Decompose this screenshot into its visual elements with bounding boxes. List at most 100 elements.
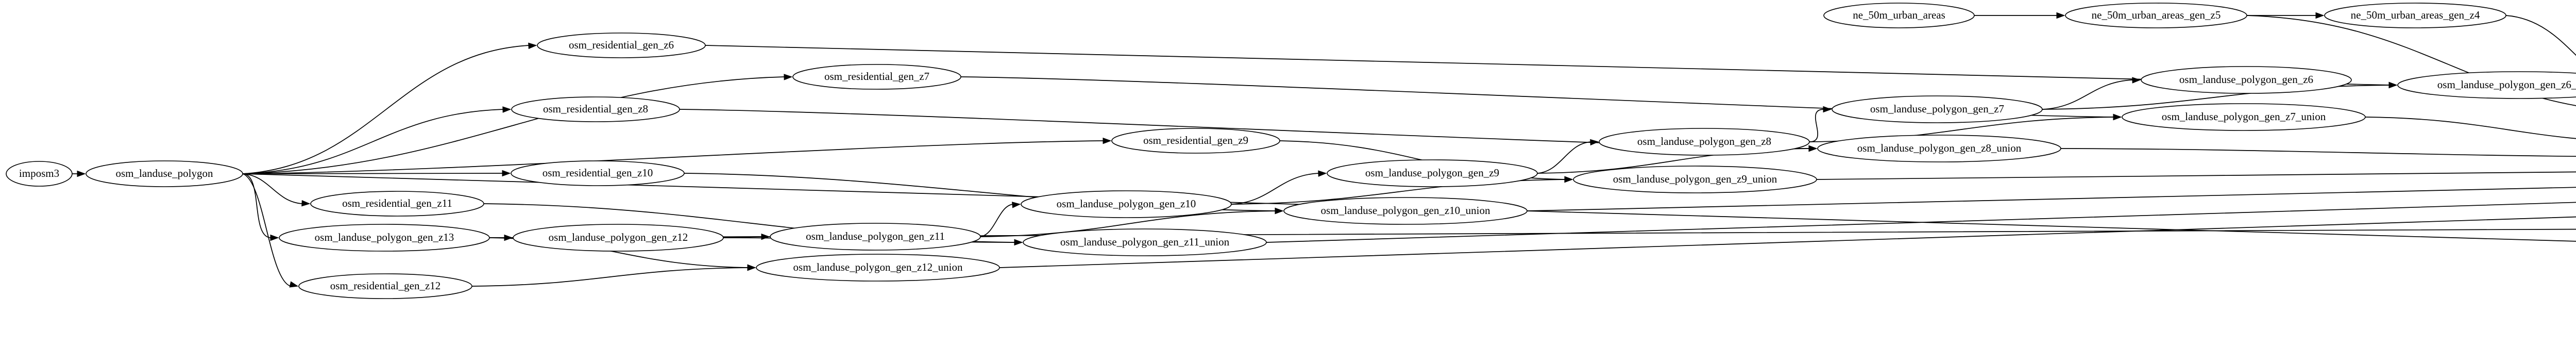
node-osm_landuse_polygon_gen_z7[interactable]: osm_landuse_polygon_gen_z7 [1832, 95, 2043, 123]
edge-osm_landuse_polygon_gen_z10--to--osm_landuse_polygon_gen_z9 [1231, 173, 1319, 205]
node-osm_landuse_polygon_gen_z9_union[interactable]: osm_landuse_polygon_gen_z9_union [1573, 166, 1817, 193]
node-osm_landuse_polygon_gen_z10[interactable]: osm_landuse_polygon_gen_z10 [1021, 190, 1232, 218]
node-osm_residential_gen_z11[interactable]: osm_residential_gen_z11 [310, 191, 484, 217]
edge-ne_50m_urban_areas_gen_z5--to--layer_landuse_z5 [2246, 15, 2576, 106]
node-osm_residential_gen_z12[interactable]: osm_residential_gen_z12 [298, 273, 472, 299]
node-layer: imposm3 osm_landuse_polygon osm_residentia… [6, 3, 2576, 299]
arrowhead-imposm3--to--osm_landuse_polygon [77, 170, 86, 177]
arrowhead-osm_landuse_polygon--to--osm_residential_gen_z7 [784, 74, 793, 80]
node-ellipse-osm_landuse_polygon_gen_z13 [279, 224, 490, 252]
node-osm_residential_gen_z8[interactable]: osm_residential_gen_z8 [511, 96, 680, 122]
node-label-osm_landuse_polygon_gen_z6: osm_landuse_polygon_gen_z6 [2179, 73, 2313, 86]
node-label-osm_residential_gen_z9: osm_residential_gen_z9 [1143, 134, 1248, 146]
arrowhead-osm_landuse_polygon--to--osm_landuse_polygon_gen_z13 [270, 234, 279, 241]
arrowhead-osm_landuse_polygon--to--osm_residential_gen_z10 [502, 170, 511, 177]
node-label-osm_residential_gen_z6: osm_residential_gen_z6 [569, 39, 674, 51]
node-label-ne_50m_urban_areas_gen_z5: ne_50m_urban_areas_gen_z5 [2092, 9, 2221, 21]
node-osm_landuse_polygon_gen_z11_union[interactable]: osm_landuse_polygon_gen_z11_union [1023, 228, 1267, 256]
edge-osm_landuse_polygon_gen_z11--to--osm_landuse_polygon_gen_z10 [980, 204, 1013, 237]
node-ellipse-ne_50m_urban_areas [1823, 3, 1975, 28]
node-label-osm_landuse_polygon_gen_z7_union: osm_landuse_polygon_gen_z7_union [2162, 110, 2326, 123]
edge-osm_landuse_polygon--to--osm_landuse_polygon_gen_z13 [242, 173, 272, 238]
node-ellipse-ne_50m_urban_areas_gen_z4 [2324, 3, 2506, 28]
node-label-osm_residential_gen_z12: osm_residential_gen_z12 [330, 279, 441, 292]
arrowhead-osm_landuse_polygon--to--osm_residential_gen_z9 [1103, 137, 1112, 144]
node-ellipse-osm_landuse_polygon_gen_z8_union [1817, 135, 2061, 162]
node-ellipse-osm_landuse_polygon_gen_z9 [1327, 159, 1538, 187]
node-ne_50m_urban_areas_gen_z4[interactable]: ne_50m_urban_areas_gen_z4 [2324, 3, 2506, 28]
arrowhead-osm_landuse_polygon--to--osm_residential_gen_z6 [528, 42, 537, 50]
node-ellipse-osm_landuse_polygon_gen_z12 [513, 224, 724, 252]
node-label-osm_landuse_polygon_gen_z11: osm_landuse_polygon_gen_z11 [806, 230, 945, 242]
node-osm_landuse_polygon_gen_z6[interactable]: osm_landuse_polygon_gen_z6 [2141, 66, 2352, 94]
node-label-osm_landuse_polygon_gen_z8: osm_landuse_polygon_gen_z8 [1637, 135, 1771, 147]
arrowhead-osm_landuse_polygon_gen_z7--to--osm_landuse_polygon_gen_z6 [2132, 77, 2141, 84]
arrowhead-osm_residential_gen_z11--to--osm_landuse_polygon_gen_z11_union [1014, 239, 1023, 246]
node-osm_landuse_polygon_gen_z12[interactable]: osm_landuse_polygon_gen_z12 [513, 224, 724, 252]
node-osm_landuse_polygon_gen_z8_union[interactable]: osm_landuse_polygon_gen_z8_union [1817, 135, 2061, 162]
node-ne_50m_urban_areas_gen_z5[interactable]: ne_50m_urban_areas_gen_z5 [2065, 3, 2247, 28]
arrowhead-osm_residential_gen_z10--to--osm_landuse_polygon_gen_z10_union [1275, 207, 1284, 215]
node-osm_residential_gen_z7[interactable]: osm_residential_gen_z7 [792, 64, 961, 90]
edge-osm_residential_gen_z12--to--osm_landuse_polygon_gen_z12_union [471, 267, 749, 287]
node-label-osm_landuse_polygon_gen_z12_union: osm_landuse_polygon_gen_z12_union [793, 261, 963, 273]
node-label-osm_landuse_polygon_gen_z11_union: osm_landuse_polygon_gen_z11_union [1060, 236, 1230, 248]
node-ellipse-osm_landuse_polygon_gen_z11 [770, 223, 981, 251]
node-label-ne_50m_urban_areas: ne_50m_urban_areas [1853, 9, 1945, 21]
node-osm_landuse_polygon_gen_z10_union[interactable]: osm_landuse_polygon_gen_z10_union [1283, 197, 1528, 225]
node-osm_landuse_polygon_gen_z7_union[interactable]: osm_landuse_polygon_gen_z7_union [2122, 103, 2366, 131]
edge-osm_landuse_polygon--to--osm_residential_gen_z12 [242, 173, 291, 287]
node-label-imposm3: imposm3 [19, 167, 59, 179]
node-ellipse-osm_landuse_polygon_gen_z6_union [2397, 71, 2576, 99]
node-label-osm_landuse_polygon_gen_z10_union: osm_landuse_polygon_gen_z10_union [1321, 204, 1490, 217]
node-ellipse-osm_landuse_polygon_gen_z8 [1599, 128, 1810, 156]
node-ellipse-osm_landuse_polygon_gen_z7 [1832, 95, 2043, 123]
node-label-osm_landuse_polygon_gen_z7: osm_landuse_polygon_gen_z7 [1870, 103, 2004, 115]
node-label-osm_landuse_polygon_gen_z12: osm_landuse_polygon_gen_z12 [549, 231, 688, 243]
node-ne_50m_urban_areas[interactable]: ne_50m_urban_areas [1823, 3, 1975, 28]
arrowhead-osm_landuse_polygon_gen_z11--to--osm_landuse_polygon_gen_z10 [1012, 202, 1021, 208]
edge-osm_landuse_polygon--to--osm_residential_gen_z11 [242, 173, 303, 204]
node-ellipse-ne_50m_urban_areas_gen_z5 [2065, 3, 2247, 28]
node-ellipse-osm_residential_gen_z11 [310, 191, 484, 217]
node-ellipse-osm_residential_gen_z9 [1111, 128, 1280, 154]
node-label-osm_landuse_polygon_gen_z8_union: osm_landuse_polygon_gen_z8_union [1857, 142, 2022, 154]
edge-osm_landuse_polygon_gen_z11--to--osm_landuse_polygon_gen_z10_union [980, 210, 1276, 237]
node-osm_residential_gen_z10[interactable]: osm_residential_gen_z10 [511, 160, 685, 186]
node-osm_landuse_polygon_gen_z8[interactable]: osm_landuse_polygon_gen_z8 [1599, 128, 1810, 156]
arrowhead-osm_residential_gen_z12--to--osm_landuse_polygon_gen_z12_union [747, 264, 756, 271]
arrowhead-osm_landuse_polygon--to--osm_residential_gen_z8 [502, 106, 512, 113]
edge-osm_landuse_polygon_gen_z7_union--to--layer_landuse_z7 [2365, 117, 2576, 139]
node-ellipse-imposm3 [6, 161, 73, 187]
edge-osm_landuse_polygon_gen_z9_union--to--layer_landuse_z9 [1816, 171, 2576, 180]
node-ellipse-osm_landuse_polygon_gen_z10 [1021, 190, 1232, 218]
node-osm_residential_gen_z6[interactable]: osm_residential_gen_z6 [537, 32, 706, 58]
node-ellipse-osm_landuse_polygon_gen_z11_union [1023, 228, 1267, 256]
arrowhead-osm_residential_gen_z6--to--osm_landuse_polygon_gen_z6_union [2388, 81, 2398, 89]
node-osm_landuse_polygon_gen_z12_union[interactable]: osm_landuse_polygon_gen_z12_union [756, 254, 1000, 282]
node-label-ne_50m_urban_areas_gen_z4: ne_50m_urban_areas_gen_z4 [2351, 9, 2480, 21]
node-ellipse-osm_landuse_polygon_gen_z6 [2141, 66, 2352, 94]
node-osm_landuse_polygon_gen_z11[interactable]: osm_landuse_polygon_gen_z11 [770, 223, 981, 251]
node-osm_landuse_polygon_gen_z13[interactable]: osm_landuse_polygon_gen_z13 [279, 224, 490, 252]
node-ellipse-osm_landuse_polygon_gen_z12_union [756, 254, 1000, 282]
node-label-osm_residential_gen_z10: osm_residential_gen_z10 [543, 167, 653, 179]
edge-osm_landuse_polygon_gen_z8--to--osm_landuse_polygon_gen_z7 [1809, 109, 1824, 142]
node-label-osm_landuse_polygon_gen_z13: osm_landuse_polygon_gen_z13 [315, 231, 454, 243]
node-label-osm_residential_gen_z8: osm_residential_gen_z8 [543, 103, 648, 115]
node-imposm3[interactable]: imposm3 [6, 161, 73, 187]
node-osm_landuse_polygon_gen_z9[interactable]: osm_landuse_polygon_gen_z9 [1327, 159, 1538, 187]
node-label-osm_landuse_polygon_gen_z10: osm_landuse_polygon_gen_z10 [1057, 198, 1196, 210]
arrowhead-osm_landuse_polygon_gen_z8--to--osm_landuse_polygon_gen_z7 [1823, 106, 1832, 113]
node-osm_residential_gen_z9[interactable]: osm_residential_gen_z9 [1111, 128, 1280, 154]
node-label-osm_landuse_polygon: osm_landuse_polygon [116, 167, 213, 179]
arrowhead-osm_landuse_polygon_gen_z10--to--osm_landuse_polygon_gen_z9 [1318, 170, 1327, 177]
node-label-osm_landuse_polygon_gen_z9: osm_landuse_polygon_gen_z9 [1365, 167, 1499, 179]
node-osm_landuse_polygon[interactable]: osm_landuse_polygon [86, 160, 243, 187]
node-osm_landuse_polygon_gen_z6_union[interactable]: osm_landuse_polygon_gen_z6_union [2397, 71, 2576, 99]
edge-osm_landuse_polygon_gen_z7--to--osm_landuse_polygon_gen_z6 [2042, 79, 2133, 110]
edge-osm_landuse_polygon--to--osm_residential_gen_z8 [242, 109, 504, 174]
node-ellipse-osm_residential_gen_z7 [792, 64, 961, 90]
